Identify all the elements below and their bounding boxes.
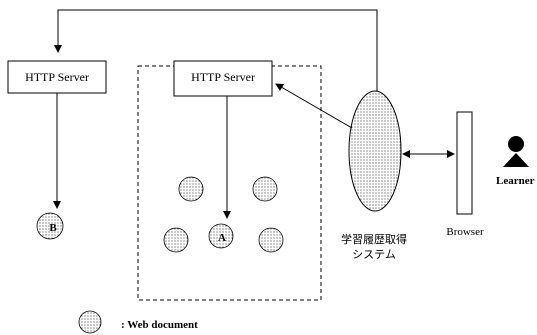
web-document-b — [36, 212, 64, 240]
browser-label: Browser — [446, 226, 484, 238]
learner-label: Learner — [496, 175, 535, 187]
feedback-arrow — [54, 9, 378, 98]
node-a-label: A — [218, 232, 226, 244]
arrow-system-to-server — [275, 83, 353, 129]
system-label-line2: システム — [352, 248, 396, 261]
web-server-region — [137, 65, 322, 301]
web-document — [258, 227, 284, 253]
system-label-line1: 学習履歴取得 — [341, 232, 407, 246]
web-document-a — [208, 223, 234, 249]
legend-label: : Web document — [121, 319, 198, 331]
http-server-center-label: HTTP Server — [191, 70, 255, 84]
learner-body-icon — [503, 153, 529, 167]
learner-head-icon — [508, 136, 524, 152]
browser-window — [456, 111, 473, 215]
http-server-center-box — [173, 60, 273, 97]
learning-history-system — [348, 90, 402, 212]
http-server-left-label: HTTP Server — [25, 70, 89, 84]
web-document — [252, 176, 278, 202]
legend-web-document-icon — [78, 310, 102, 334]
node-b-label: B — [49, 222, 57, 234]
web-document — [178, 176, 204, 202]
web-document — [163, 227, 189, 253]
